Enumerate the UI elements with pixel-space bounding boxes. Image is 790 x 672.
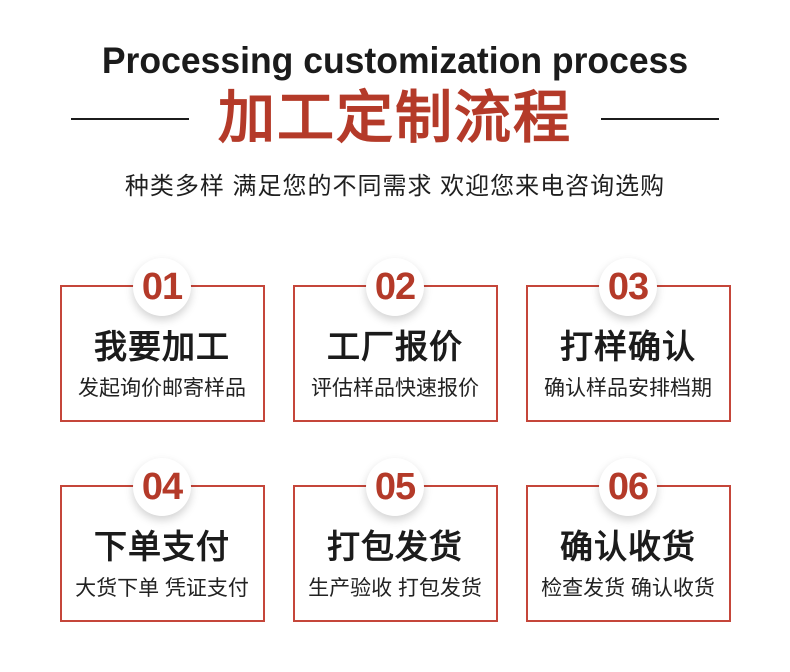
step-number: 05 [374,465,416,508]
step-number-badge: 06 [599,457,657,516]
step-number-badge: 05 [366,457,424,516]
left-dash-divider [71,117,189,120]
step-card-2: 02 工厂报价 评估样品快速报价 [292,257,498,422]
step-description: 大货下单 凭证支付 [75,576,249,600]
process-header: Processing customization process 加工定制流程 … [0,0,790,201]
page-title-english: Processing customization process [101,40,689,81]
step-card-3: 03 打样确认 确认样品安排档期 [525,257,731,422]
process-steps-grid: 01 我要加工 发起询价邮寄样品 02 工厂报价 评估样品快速报价 03 打样确… [59,257,731,622]
step-title: 打包发货 [327,527,463,565]
step-description: 确认样品安排档期 [544,376,712,400]
right-dash-divider [601,117,719,120]
step-number-badge: 03 [599,257,657,316]
step-card-4: 04 下单支付 大货下单 凭证支付 [59,457,265,622]
step-title: 确认收货 [560,527,696,565]
step-title: 下单支付 [94,527,230,565]
step-number-badge: 04 [133,457,191,516]
step-card-6: 06 确认收货 检查发货 确认收货 [525,457,731,622]
step-description: 生产验收 打包发货 [308,576,482,600]
step-title: 打样确认 [560,327,696,365]
step-title: 我要加工 [94,327,230,365]
step-card-5: 05 打包发货 生产验收 打包发货 [292,457,498,622]
page-title-row: 加工定制流程 [0,86,790,150]
step-number-badge: 01 [133,257,191,316]
step-number: 02 [374,265,416,308]
step-description: 检查发货 确认收货 [541,576,715,600]
step-card-1: 01 我要加工 发起询价邮寄样品 [59,257,265,422]
step-number: 01 [141,265,183,308]
header-subtitle: 种类多样 满足您的不同需求 欢迎您来电咨询选购 [124,172,666,200]
page-title-chinese: 加工定制流程 [218,86,572,150]
step-number: 06 [607,465,649,508]
step-title: 工厂报价 [327,327,463,365]
step-description: 发起询价邮寄样品 [78,376,246,400]
step-number: 04 [141,465,183,508]
step-number-badge: 02 [366,257,424,316]
step-number: 03 [607,265,649,308]
step-description: 评估样品快速报价 [311,376,479,400]
